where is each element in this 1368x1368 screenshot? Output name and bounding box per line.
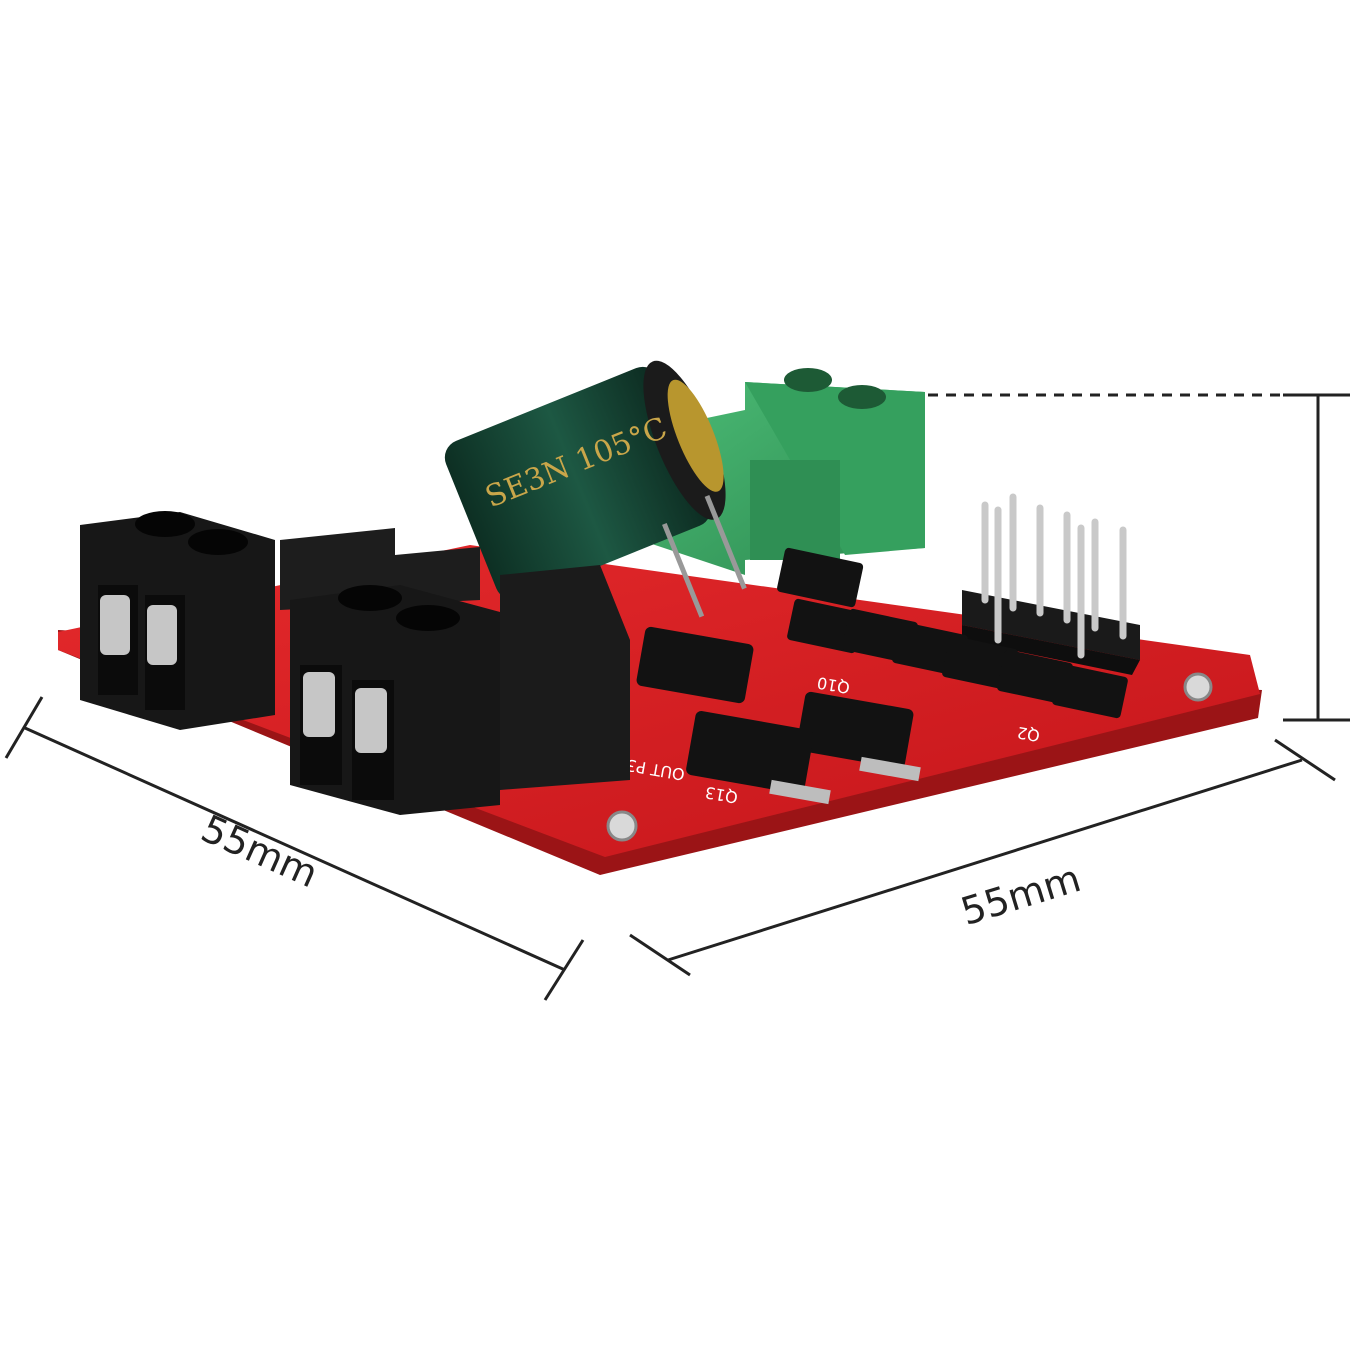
clamp (147, 605, 177, 665)
mosfet (777, 547, 864, 608)
mounting-hole (1183, 672, 1213, 702)
dimension-lines (4, 393, 1350, 1001)
screw-hole (784, 368, 832, 392)
dimension-label-left: 55mm (195, 806, 325, 896)
screw-hole (396, 605, 460, 631)
black-terminal-block-back (80, 511, 480, 730)
mounting-hole (606, 810, 638, 842)
clamp (303, 672, 335, 737)
black-terminal-block-front (290, 565, 630, 815)
mosfet (636, 626, 754, 704)
dimension-line-right (667, 758, 1303, 962)
screw-hole (338, 585, 402, 611)
screw-hole (135, 511, 195, 537)
mosfet (942, 635, 1018, 691)
mosfet (796, 691, 914, 769)
clamp (355, 688, 387, 753)
header-pins (981, 493, 1127, 659)
screw-hole (838, 385, 886, 409)
mosfet (997, 649, 1073, 705)
pin-header (962, 493, 1140, 675)
dimension-line-left (24, 726, 566, 972)
clamp (100, 595, 130, 655)
mosfet (1052, 663, 1128, 719)
screw-hole (188, 529, 248, 555)
dimension-label-right: 55mm (956, 856, 1086, 934)
silkscreen-label: Q2 (1016, 723, 1042, 746)
mosfet-tabs (769, 756, 921, 805)
mosfet-row (636, 547, 1128, 794)
electrolytic-capacitor: SE3N 105°C (444, 360, 747, 618)
mosfet (686, 711, 814, 794)
